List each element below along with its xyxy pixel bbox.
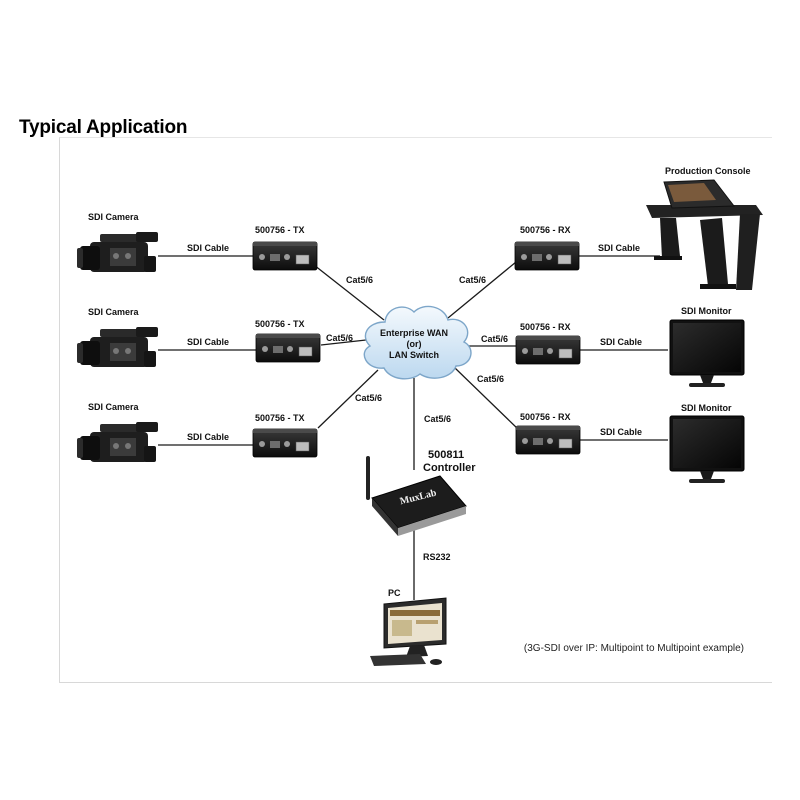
production-console-icon xyxy=(646,179,763,290)
controller-icon: MuxLab xyxy=(366,456,467,536)
pc-icon xyxy=(370,597,447,666)
device-label: SDI Monitor xyxy=(681,306,732,316)
rx-box-icon xyxy=(514,241,580,271)
device-label: SDI Monitor xyxy=(681,403,732,413)
sdi-cable-label: SDI Cable xyxy=(600,427,642,437)
receiver-row-1: 500756 - RX SDI Cable Cat5/6 Production … xyxy=(459,166,763,290)
rx-label: 500756 - RX xyxy=(520,412,571,422)
controller-label-line2: Controller xyxy=(423,462,476,474)
connection-lines xyxy=(158,255,668,600)
pc-label: PC xyxy=(388,588,401,598)
receiver-row-3: 500756 - RX SDI Cable Cat5/6 SDI Monitor xyxy=(477,374,745,484)
network-cloud: Enterprise WAN (or) LAN Switch xyxy=(363,305,472,380)
diagram-note: (3G-SDI over IP: Multipoint to Multipoin… xyxy=(524,643,744,654)
diagram-frame xyxy=(59,137,772,683)
sdi-monitor-icon xyxy=(669,415,745,484)
camera-label: SDI Camera xyxy=(88,307,140,317)
serial-cable-label: RS232 xyxy=(423,552,451,562)
cat-cable-label: Cat5/6 xyxy=(481,334,508,344)
tx-label: 500756 - TX xyxy=(255,413,305,423)
camera-icon xyxy=(77,327,158,367)
sdi-cable-label: SDI Cable xyxy=(187,243,229,253)
cat-cable-label: Cat5/6 xyxy=(477,374,504,384)
sdi-cable-label: SDI Cable xyxy=(187,432,229,442)
rx-box-icon xyxy=(515,335,581,365)
rx-box-icon xyxy=(515,425,581,455)
camera-icon xyxy=(77,232,158,272)
sdi-cable-label: SDI Cable xyxy=(598,243,640,253)
page-title: Typical Application xyxy=(19,117,188,138)
tx-box-icon xyxy=(252,428,318,458)
tx-box-icon xyxy=(255,333,321,363)
camera-row-2: SDI Camera SDI Cable 500756 - TX Cat5/6 xyxy=(77,307,353,367)
tx-label: 500756 - TX xyxy=(255,319,305,329)
cat-cable-label: Cat5/6 xyxy=(346,275,373,285)
cloud-label-line2: (or) xyxy=(407,339,422,349)
rx-label: 500756 - RX xyxy=(520,225,571,235)
receiver-row-2: 500756 - RX SDI Cable Cat5/6 SDI Monitor xyxy=(481,306,745,388)
controller-group: Cat5/6 500811 Controller MuxLab RS232 xyxy=(366,414,476,562)
controller-label-line1: 500811 xyxy=(428,449,464,461)
cat-cable-label: Cat5/6 xyxy=(459,275,486,285)
cloud-label-line3: LAN Switch xyxy=(389,350,439,360)
cat-cable-label: Cat5/6 xyxy=(355,393,382,403)
device-label: Production Console xyxy=(665,166,751,176)
cloud-label-line1: Enterprise WAN xyxy=(380,328,448,338)
camera-label: SDI Camera xyxy=(88,212,140,222)
pc-group: PC xyxy=(370,588,447,666)
tx-box-icon xyxy=(252,241,318,271)
camera-icon xyxy=(77,422,158,462)
sdi-monitor-icon xyxy=(669,319,745,388)
camera-row-3: SDI Camera SDI Cable 500756 - TX Cat5/6 xyxy=(77,393,382,462)
tx-label: 500756 - TX xyxy=(255,225,305,235)
rx-label: 500756 - RX xyxy=(520,322,571,332)
camera-label: SDI Camera xyxy=(88,402,140,412)
sdi-cable-label: SDI Cable xyxy=(187,337,229,347)
cat-cable-label: Cat5/6 xyxy=(326,333,353,343)
sdi-cable-label: SDI Cable xyxy=(600,337,642,347)
camera-row-1: SDI Camera SDI Cable 500756 - TX Cat5/6 xyxy=(77,212,373,285)
controller-cable-label: Cat5/6 xyxy=(424,414,451,424)
